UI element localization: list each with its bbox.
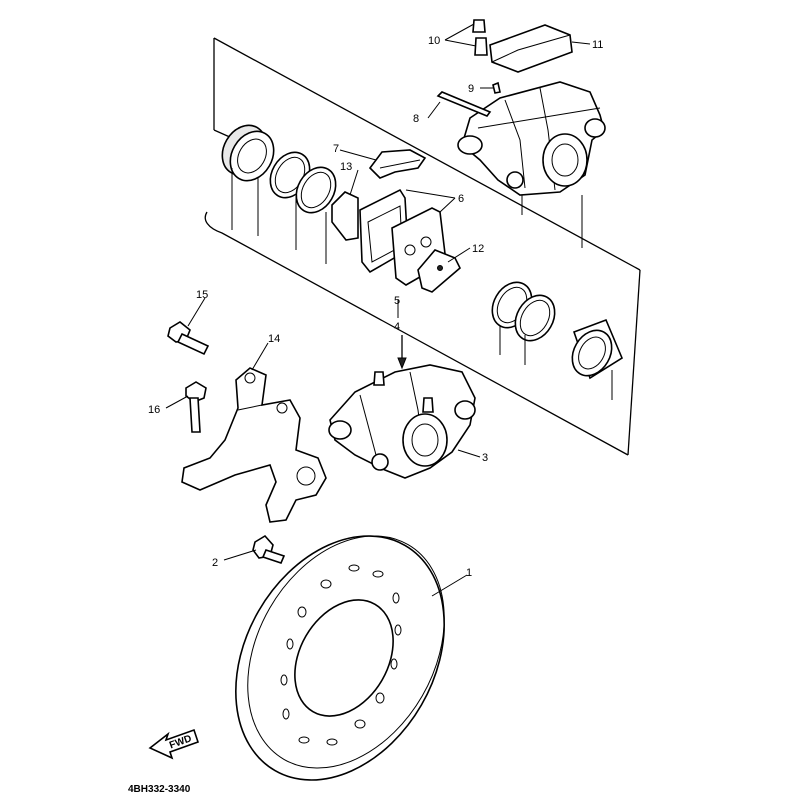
callout-16: 16 (148, 404, 160, 416)
callout-5: 5 (394, 295, 400, 307)
shim-left (331, 191, 359, 241)
callout-numbers: 10 11 9 8 7 13 6 12 5 4 15 14 16 3 2 1 (148, 35, 603, 579)
caliper-bracket (181, 367, 327, 523)
callout-15: 15 (196, 289, 208, 301)
callout-2: 2 (212, 557, 218, 569)
callout-14: 14 (268, 333, 280, 345)
callout-9: 9 (468, 83, 474, 95)
caliper-body-exploded (457, 81, 606, 196)
dust-seal-left (295, 166, 337, 214)
callout-12: 12 (472, 243, 484, 255)
callout-leaders (165, 23, 591, 597)
bolt-2 (252, 534, 286, 564)
bolt-15 (167, 321, 210, 356)
caliper-assembly (328, 364, 476, 479)
piston-right (571, 318, 624, 380)
callout-4: 4 (394, 321, 400, 333)
fwd-arrow-badge: FWD (148, 728, 200, 760)
pad-pin (436, 91, 492, 117)
callout-11: 11 (592, 39, 603, 51)
diagram-code: 4BH332-3340 (128, 784, 191, 795)
exploded-view-frame (204, 37, 641, 456)
callout-10: 10 (428, 35, 440, 47)
callout-8: 8 (413, 113, 419, 125)
callout-6: 6 (458, 193, 464, 205)
bolt-16 (185, 381, 207, 433)
assembly-leaders (231, 168, 613, 400)
piston-left (221, 124, 275, 182)
disc-holes (280, 564, 402, 746)
brake-disc (235, 535, 445, 781)
clip (492, 81, 501, 94)
bleed-screw (472, 19, 488, 56)
pad-spring (368, 149, 427, 179)
arrow-to-caliper-head (397, 357, 407, 370)
callout-3: 3 (482, 452, 488, 464)
brake-pad-cover (489, 24, 573, 73)
dust-seal-right (514, 294, 556, 342)
callout-7: 7 (333, 143, 339, 155)
callout-1: 1 (466, 567, 472, 579)
callout-13: 13 (340, 161, 352, 173)
